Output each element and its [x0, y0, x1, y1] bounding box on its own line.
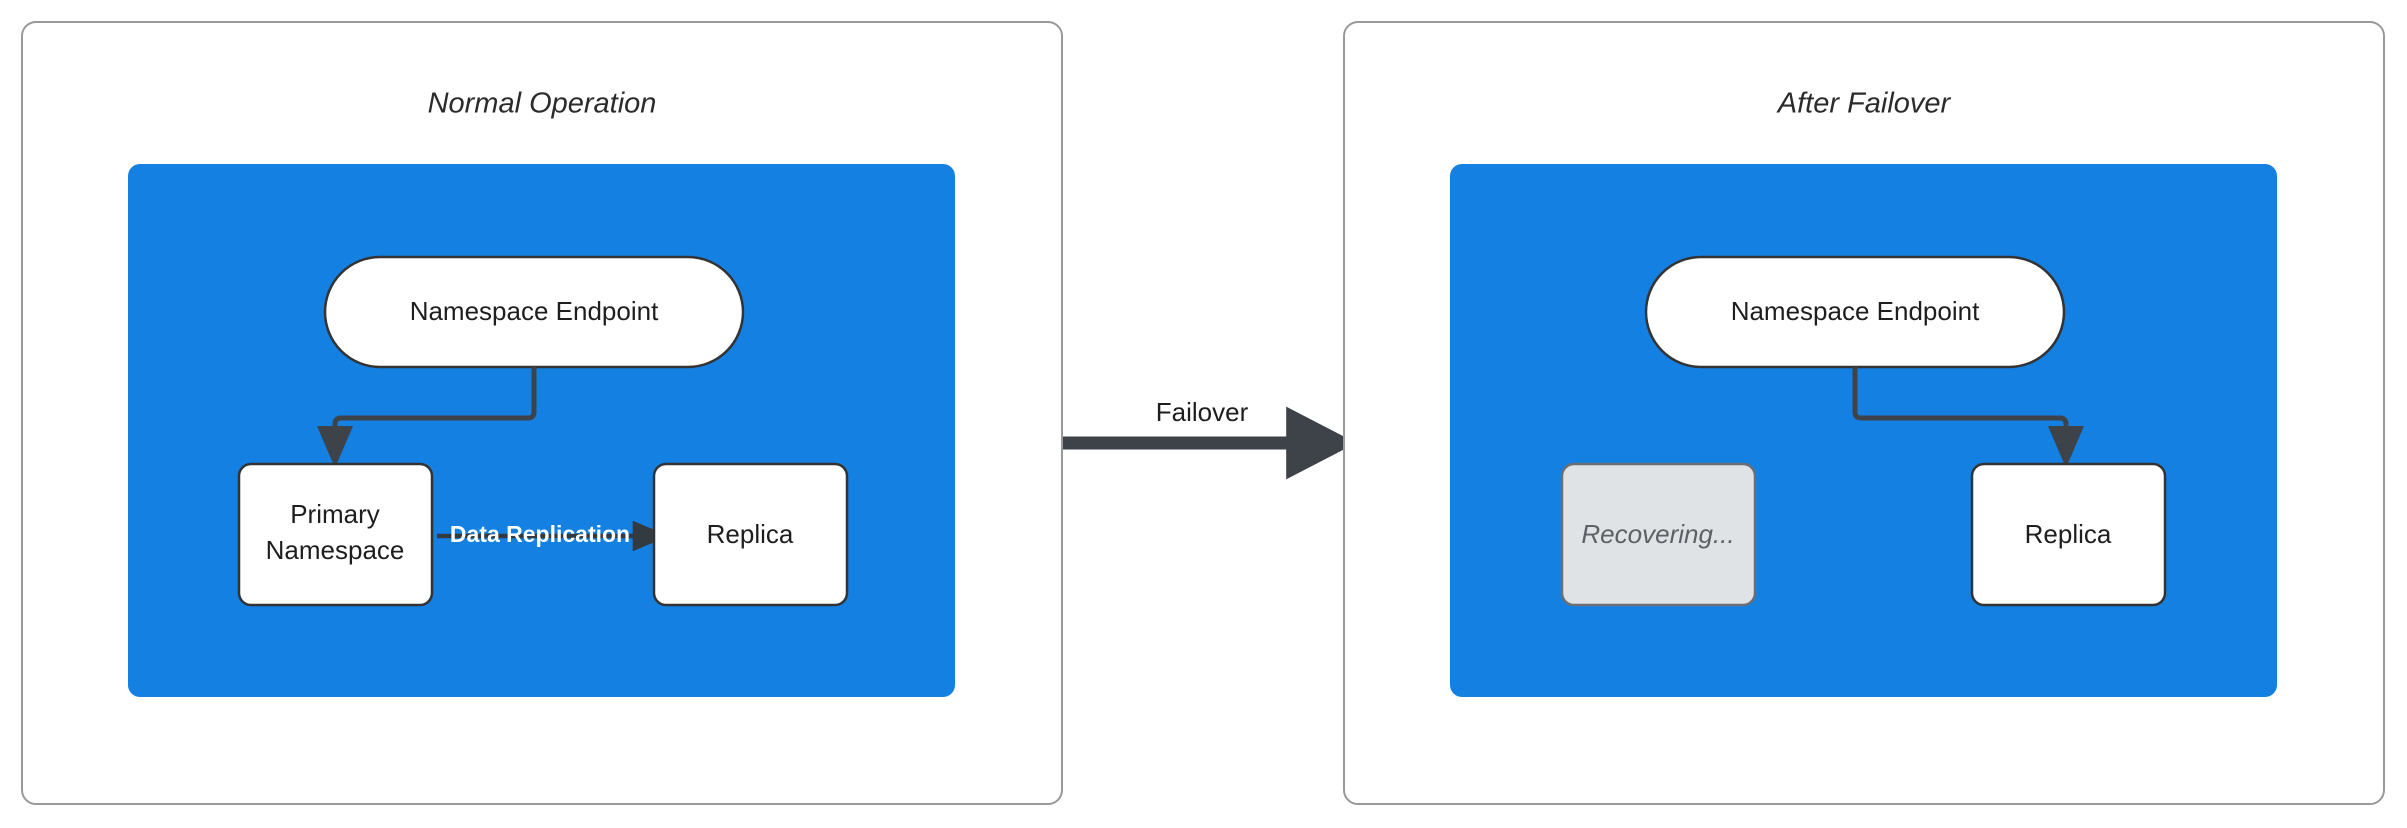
node-replica-left[interactable]: Replica [652, 462, 849, 607]
edge-endpoint-to-primary [317, 367, 537, 469]
failover-transition: Failover [1063, 397, 1357, 480]
node-recovering-label: Recovering... [1581, 519, 1734, 549]
edge-primary-to-replica-label: Data Replication [450, 521, 630, 547]
node-primary-namespace-label-line-2: Namespace [266, 535, 405, 565]
node-endpoint-left-label: Namespace Endpoint [410, 296, 659, 326]
node-recovering-shape [1560, 462, 1757, 607]
panel-title-normal-operation: Normal Operation [428, 88, 657, 120]
panel-title-after-failover: After Failover [1776, 88, 1952, 120]
failover-transition-label: Failover [1156, 397, 1249, 427]
cluster-box-after-failover [1450, 164, 2277, 697]
node-recovering[interactable]: Recovering... [1560, 462, 1757, 607]
node-primary-namespace-label-line-1: Primary [290, 499, 380, 529]
node-replica-right-shape [1970, 462, 2167, 607]
node-replica-left-label: Replica [707, 519, 794, 549]
node-replica-right-label: Replica [2025, 519, 2112, 549]
node-endpoint-left[interactable]: Namespace Endpoint [323, 255, 745, 369]
node-replica-right[interactable]: Replica [1970, 462, 2167, 607]
edge-endpoint-to-replica [1852, 367, 2084, 469]
node-replica-left-shape [652, 462, 849, 607]
panel-normal-operation: Normal Operation Namespace Endpoint Prim… [21, 21, 1063, 805]
node-primary-namespace-shape [237, 462, 434, 607]
panel-after-failover: After Failover Namespace Endpoint Recove… [1343, 21, 2385, 805]
cluster-box-normal-operation [128, 164, 955, 697]
node-endpoint-right[interactable]: Namespace Endpoint [1644, 255, 2066, 369]
node-endpoint-right-label: Namespace Endpoint [1731, 296, 1980, 326]
node-primary-namespace[interactable]: Primary Namespace [237, 462, 434, 607]
